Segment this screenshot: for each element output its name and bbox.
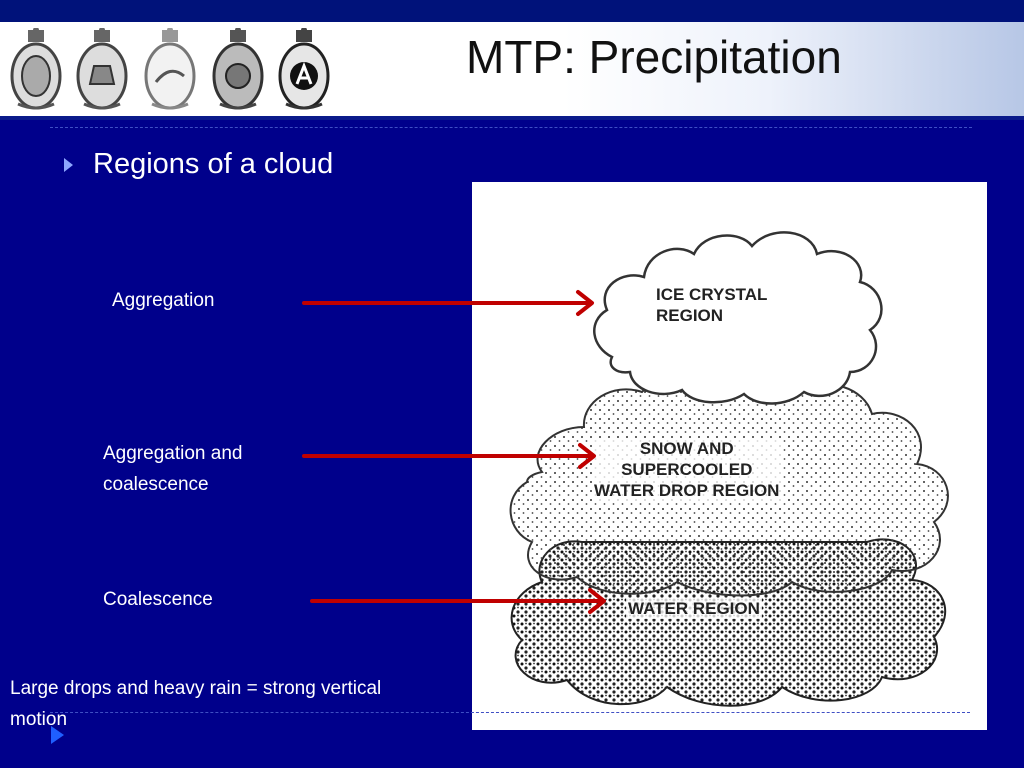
crest-icon (212, 28, 264, 110)
region-label-line: REGION (656, 306, 724, 325)
arrow-coalescence (310, 588, 606, 614)
crest-icon (76, 28, 128, 110)
snow-supercooled-region-label: SNOW AND SUPERCOOLED WATER DROP REGION (592, 438, 782, 501)
bullet-text: Regions of a cloud (93, 148, 334, 180)
arrow-aggregation-coalescence (302, 443, 596, 469)
label-aggregation-coalescence: Aggregation and coalescence (103, 443, 243, 495)
footnote: Large drops and heavy rain = strong vert… (10, 678, 382, 730)
arrow-aggregation (302, 290, 594, 316)
squadron-crests (10, 28, 330, 110)
header-divider (50, 127, 972, 128)
crest-icon (144, 28, 196, 110)
header-band (0, 116, 1024, 120)
water-region-label: WATER REGION (626, 598, 762, 619)
region-label-line: ICE CRYSTAL (656, 285, 768, 304)
region-label-line: WATER REGION (628, 599, 760, 618)
label-aggregation: Aggregation (112, 290, 215, 311)
ice-crystal-region-label: ICE CRYSTAL REGION (654, 284, 770, 326)
slide-title: MTP: Precipitation (466, 31, 842, 83)
region-label-line: SUPERCOOLED (621, 460, 753, 479)
region-label-line: WATER DROP REGION (594, 481, 780, 500)
label-coalescence: Coalescence (103, 589, 213, 610)
footer-divider (50, 712, 970, 713)
top-bar (0, 0, 1024, 22)
crest-icon (278, 28, 330, 110)
bullet-arrow-icon (64, 158, 73, 172)
region-label-line: SNOW AND (639, 439, 734, 458)
crest-icon (10, 28, 62, 110)
corner-arrow-icon (51, 726, 64, 744)
